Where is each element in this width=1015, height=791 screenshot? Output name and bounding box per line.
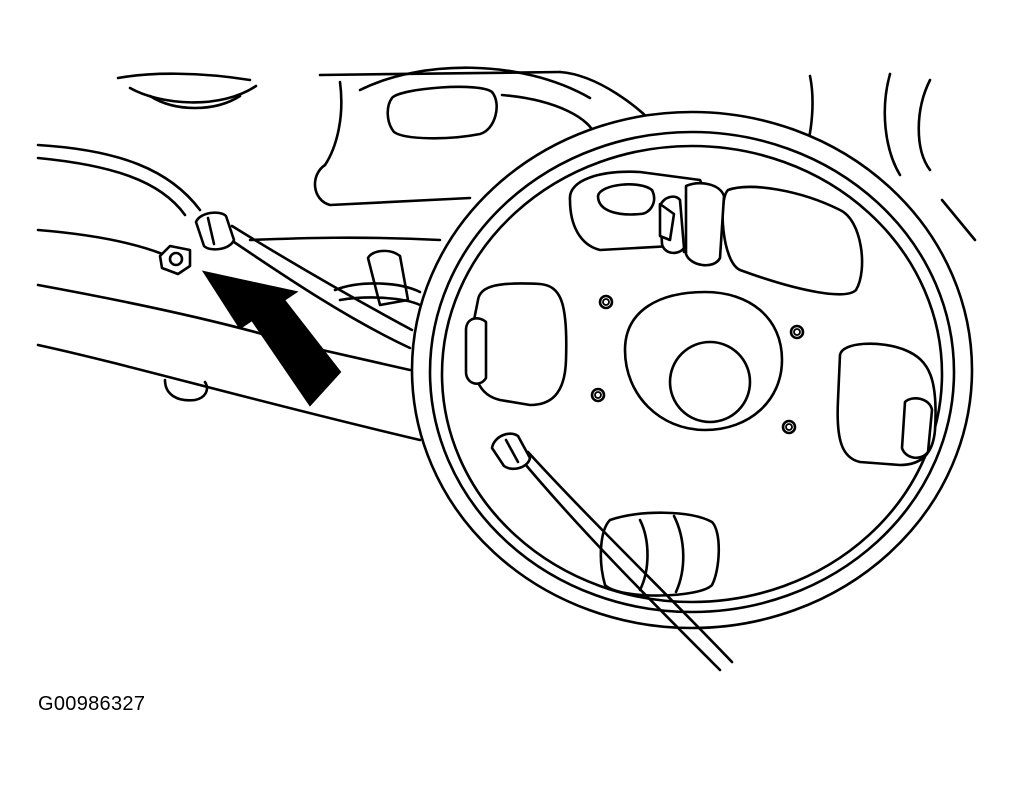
- figure-id-label: G00986327: [38, 693, 146, 715]
- arrow-icon: [201, 270, 342, 407]
- axle-beam: [36, 143, 442, 442]
- parking-brake-cable: [490, 432, 734, 672]
- brake-pipe: [158, 211, 414, 350]
- wheel-cylinder: [568, 170, 864, 296]
- hub: [623, 290, 784, 432]
- shoe-pads: [464, 282, 937, 597]
